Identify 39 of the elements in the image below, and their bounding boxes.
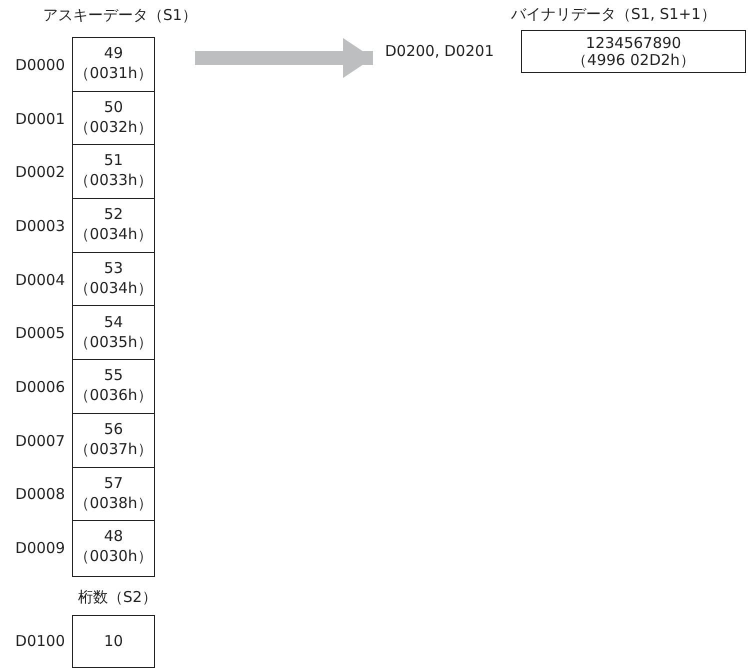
box-heading: 桁数（S2）	[78, 588, 158, 606]
box-heading: バイナリデータ（S1, S1+1）	[511, 5, 716, 23]
address-label: D0006	[15, 378, 65, 396]
hex-value: （0032h）	[74, 118, 154, 136]
address-label: D0007	[15, 432, 65, 450]
cell-value: 52	[102, 205, 124, 224]
cell-value: 57	[102, 474, 124, 492]
cell-value: 10	[102, 632, 124, 650]
hex-value: （0038h）	[74, 494, 154, 512]
cell-value: 56	[102, 420, 124, 438]
address-label: D0003	[15, 216, 65, 235]
cell-value: 53	[102, 258, 124, 277]
address-label: D0002	[15, 163, 65, 182]
hex-value: （0036h）	[74, 386, 154, 404]
cell-value: 54	[102, 312, 124, 330]
hex-value: （0031h）	[74, 64, 154, 82]
address-label: D0200, D0201	[385, 42, 494, 60]
hex-value: （0033h）	[74, 171, 154, 190]
cell-value: 49	[102, 44, 124, 62]
hex-value: （0034h）	[74, 225, 154, 244]
hex-value: （0035h）	[74, 332, 154, 350]
address-label: D0009	[15, 539, 65, 558]
address-label: D0004	[15, 270, 65, 289]
hex-value: （0034h）	[74, 278, 154, 297]
cell-value: 1234567890	[584, 34, 682, 52]
cell-value: 51	[102, 151, 124, 170]
cell-value: 55	[102, 366, 124, 384]
address-label: D0008	[15, 485, 65, 504]
hex-value: （0037h）	[74, 440, 154, 458]
cell-value: 48	[102, 527, 124, 546]
address-label: D0000	[15, 56, 65, 74]
hex-value: （4996 02D2h）	[571, 51, 696, 69]
hex-value: （0030h）	[74, 547, 154, 566]
address-label: D0001	[15, 110, 65, 128]
column-heading: アスキーデータ（S1）	[43, 6, 198, 24]
arrow	[195, 38, 373, 78]
address-label: D0100	[15, 632, 65, 650]
cell-value: 50	[102, 98, 124, 116]
address-label: D0005	[15, 324, 65, 342]
